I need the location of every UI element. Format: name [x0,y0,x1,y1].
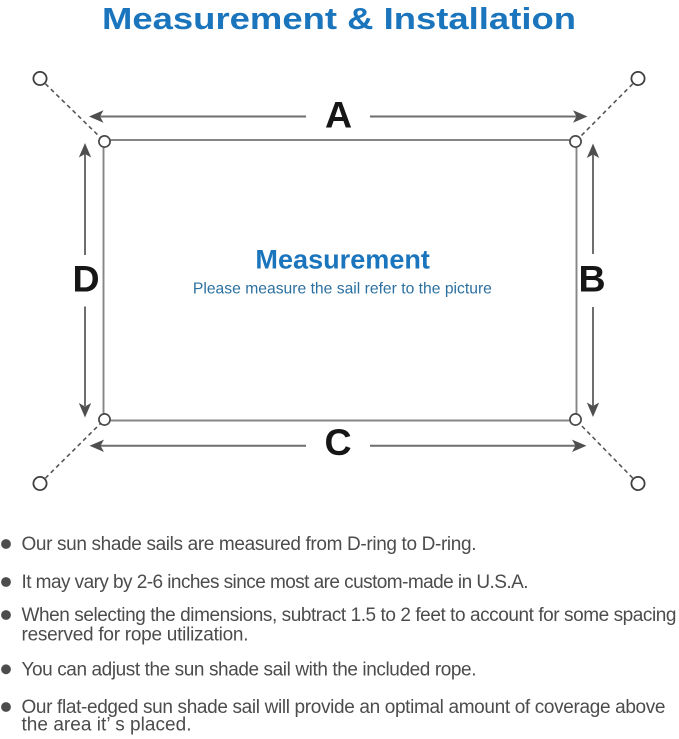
svg-text:C: C [324,421,351,463]
svg-text:Our flat-edged sun shade sail: Our flat-edged sun shade sail will provi… [22,697,666,718]
svg-text:A: A [325,93,352,135]
svg-text:Our sun shade sails are measur: Our sun shade sails are measured from D-… [22,534,477,555]
svg-text:Measurement: Measurement [255,245,430,275]
svg-text:Please measure the sail refer: Please measure the sail refer to the pic… [193,281,492,298]
svg-text:reserved for rope utilization.: reserved for rope utilization. [22,625,249,646]
svg-text:B: B [578,258,605,300]
svg-text:It may vary by 2-6 inches sinc: It may vary by 2-6 inches since most are… [22,572,529,593]
svg-text:You can adjust the sun shade s: You can adjust the sun shade sail with t… [22,659,477,680]
svg-text:Measurement & Installation: Measurement & Installation [102,1,576,36]
svg-text:D: D [72,258,99,300]
svg-text:When selecting the dimensions,: When selecting the dimensions, subtract … [22,605,677,626]
svg-text:the area it’ s placed.: the area it’ s placed. [22,714,192,735]
